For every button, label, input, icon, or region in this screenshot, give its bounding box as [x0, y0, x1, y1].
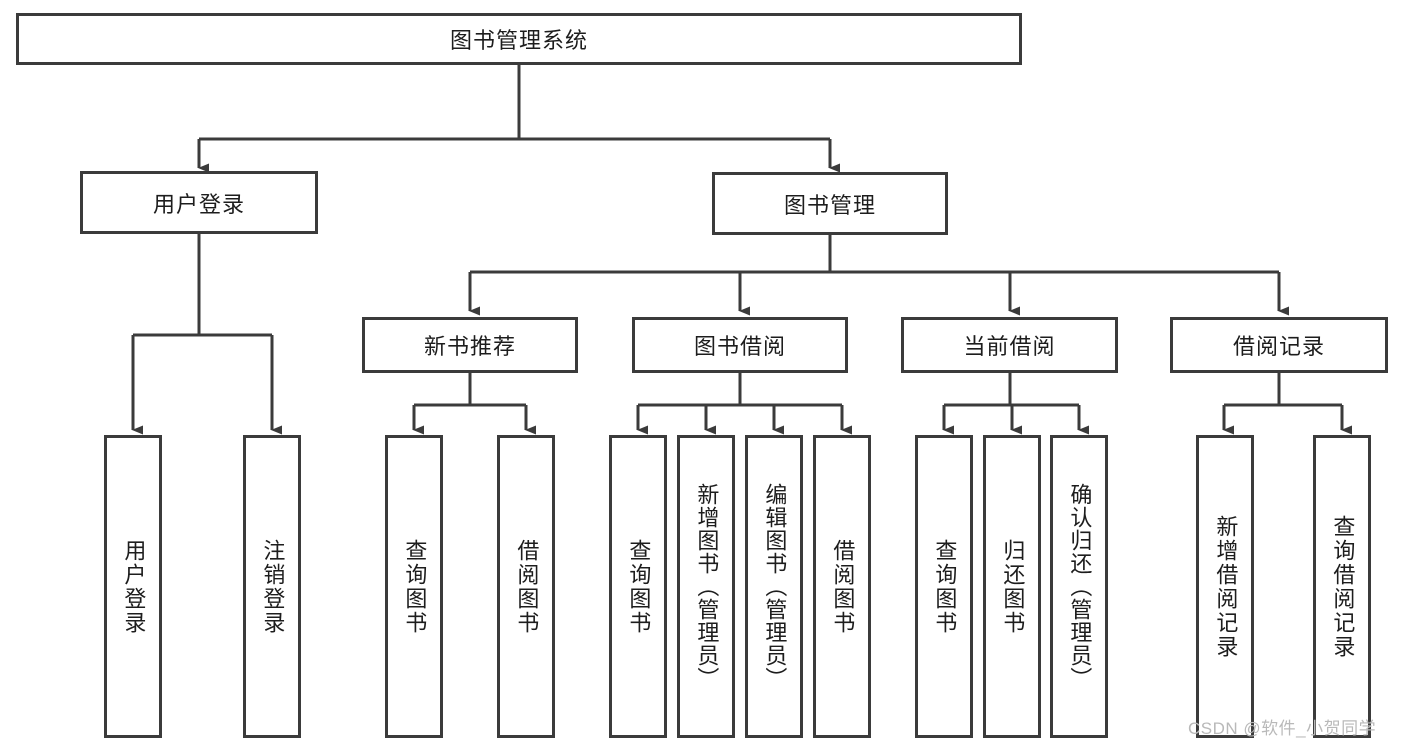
node-new-book-recommend[interactable]: 新书推荐	[362, 317, 578, 373]
watermark-csdn: CSDN @软件_小贺同学	[1188, 719, 1377, 738]
leaf-add-book-admin[interactable]: 新增图书（管理员）	[677, 435, 735, 738]
leaf-borrow-book[interactable]: 借阅图书	[813, 435, 871, 738]
node-user-login[interactable]: 用户登录	[80, 171, 318, 234]
node-current-borrow[interactable]: 当前借阅	[901, 317, 1118, 373]
leaf-query-book-recommend[interactable]: 查询图书	[385, 435, 443, 738]
leaf-user-login[interactable]: 用户登录	[104, 435, 162, 738]
node-borrow-record[interactable]: 借阅记录	[1170, 317, 1388, 373]
leaf-borrow-book-recommend[interactable]: 借阅图书	[497, 435, 555, 738]
leaf-add-borrow-record[interactable]: 新增借阅记录	[1196, 435, 1254, 738]
leaf-logout-login[interactable]: 注销登录	[243, 435, 301, 738]
leaf-query-book-current[interactable]: 查询图书	[915, 435, 973, 738]
node-book-management[interactable]: 图书管理	[712, 172, 948, 235]
node-root-book-management-system[interactable]: 图书管理系统	[16, 13, 1022, 65]
leaf-query-borrow-record[interactable]: 查询借阅记录	[1313, 435, 1371, 738]
leaf-confirm-return-admin[interactable]: 确认归还（管理员）	[1050, 435, 1108, 738]
leaf-return-book[interactable]: 归还图书	[983, 435, 1041, 738]
leaf-edit-book-admin[interactable]: 编辑图书（管理员）	[745, 435, 803, 738]
leaf-query-book-borrow[interactable]: 查询图书	[609, 435, 667, 738]
node-book-borrow[interactable]: 图书借阅	[632, 317, 848, 373]
